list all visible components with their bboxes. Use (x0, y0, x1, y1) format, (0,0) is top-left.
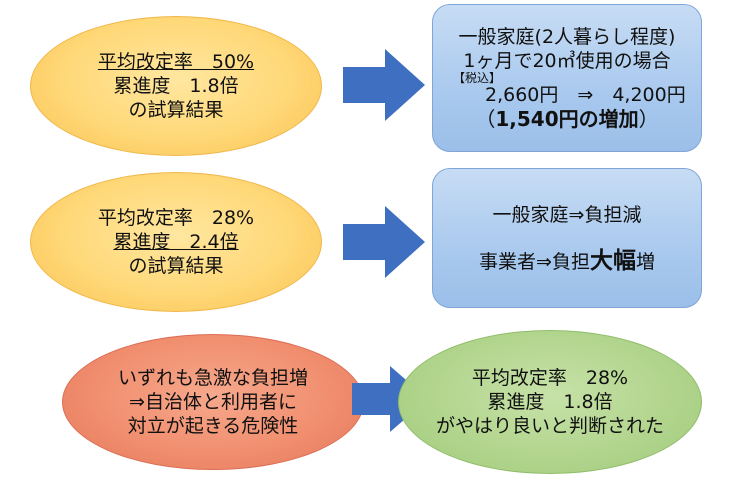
scenario-2-caption: の試算結果 (128, 255, 224, 277)
scenario-2-result-box: 一般家庭⇒負担減 事業者⇒負担大幅増 (432, 168, 702, 308)
scenario-1-ellipse: 平均改定率 50% 累進度 1.8倍 の試算結果 (30, 16, 322, 156)
right-arrow-icon (343, 206, 425, 278)
conclusion-progressivity: 累進度 1.8倍 (487, 391, 613, 413)
business-burden-suffix: 増 (635, 250, 655, 273)
risk-line-2: ⇒自治体と利用者に (129, 391, 297, 413)
price-change: 2,660円 ⇒ 4,200円 (485, 84, 686, 106)
usage-condition: 1ヶ月で20㎥使用の場合 (463, 50, 671, 72)
scenario-1-result-box: 一般家庭(2人暮らし程度) 1ヶ月で20㎥使用の場合 【税込】 2,660円 ⇒… (432, 4, 702, 152)
increase-amount: 1,540円の増加 (495, 107, 639, 131)
business-burden-emphasis: 大幅 (589, 247, 636, 274)
scenario-1-caption: の試算結果 (128, 99, 224, 121)
risk-line-3: 対立が起きる危険性 (127, 415, 299, 437)
conclusion-ellipse: 平均改定率 28% 累進度 1.8倍 がやはり良いと判断された (398, 330, 702, 474)
scenario-1-rate: 平均改定率 50% (97, 51, 255, 73)
tax-label: 【税込】 (453, 71, 502, 85)
increase-line: （1,540円の増加） (475, 107, 658, 131)
household-burden: 一般家庭⇒負担減 (492, 203, 642, 226)
scenario-2-progressivity: 累進度 2.4倍 (113, 231, 239, 253)
scenario-2-rate: 平均改定率 28% (97, 207, 255, 229)
risk-ellipse: いずれも急激な負担増 ⇒自治体と利用者に 対立が起きる危険性 (62, 334, 364, 470)
right-arrow-icon (343, 49, 425, 121)
price-row: 【税込】 2,660円 ⇒ 4,200円 (433, 71, 701, 107)
scenario-1-progressivity: 累進度 1.8倍 (113, 75, 239, 97)
scenario-2-ellipse: 平均改定率 28% 累進度 2.4倍 の試算結果 (30, 172, 322, 312)
increase-open-paren: （ (475, 107, 496, 131)
conclusion-caption: がやはり良いと判断された (435, 415, 664, 437)
business-burden: 事業者⇒負担大幅増 (479, 249, 655, 274)
risk-line-1: いずれも急激な負担増 (117, 367, 308, 389)
household-description: 一般家庭(2人暮らし程度) (458, 26, 676, 48)
conclusion-rate: 平均改定率 28% (471, 367, 629, 389)
increase-close-paren: ） (638, 107, 659, 131)
business-burden-prefix: 事業者⇒負担 (479, 250, 590, 273)
